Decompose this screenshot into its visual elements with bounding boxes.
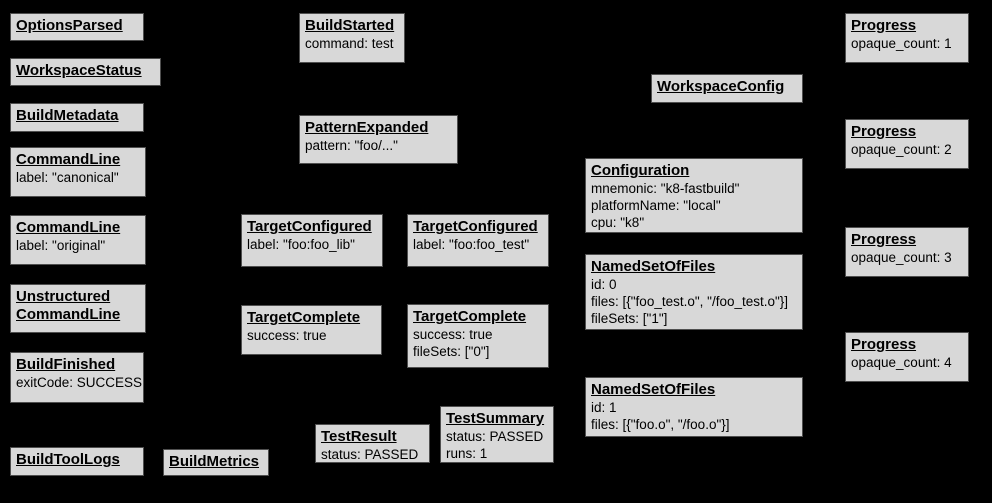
event-title: NamedSetOfFiles xyxy=(591,258,716,275)
event-configuration: Configuration mnemonic: "k8-fastbuild" p… xyxy=(585,158,803,233)
event-pattern-expanded: PatternExpanded pattern: "foo/..." xyxy=(299,115,458,164)
event-title: OptionsParsed xyxy=(16,17,123,34)
event-attr: opaque_count: 2 xyxy=(851,142,952,157)
event-title: BuildMetrics xyxy=(169,453,260,470)
event-title: WorkspaceConfig xyxy=(657,78,785,95)
event-title: Progress xyxy=(851,231,917,248)
event-progress-2: Progress opaque_count: 2 xyxy=(845,119,969,169)
event-title: TargetConfigured xyxy=(413,218,538,235)
event-title: Progress xyxy=(851,123,917,140)
event-test-summary: TestSummary status: PASSED runs: 1 xyxy=(440,406,554,463)
event-title: Progress xyxy=(851,336,917,353)
event-progress-3: Progress opaque_count: 3 xyxy=(845,227,969,277)
event-title: BuildFinished xyxy=(16,356,116,373)
event-workspace-status: WorkspaceStatus xyxy=(10,58,161,86)
event-title: TargetComplete xyxy=(413,308,527,325)
event-test-result: TestResult status: PASSED xyxy=(315,424,430,463)
event-attr: status: PASSED xyxy=(321,447,419,462)
event-attr: exitCode: SUCCESS xyxy=(16,375,143,390)
event-command-line-canonical: CommandLine label: "canonical" xyxy=(10,147,146,197)
event-attr: runs: 1 xyxy=(446,446,488,461)
event-attr: cpu: "k8" xyxy=(591,215,645,230)
event-attr: opaque_count: 1 xyxy=(851,36,952,51)
event-target-complete-test: TargetComplete success: true fileSets: [… xyxy=(407,304,549,368)
event-title: BuildStarted xyxy=(305,17,395,34)
event-attr: label: "foo:foo_lib" xyxy=(247,237,355,252)
event-title: Unstructured CommandLine xyxy=(16,288,121,323)
event-target-configured-lib: TargetConfigured label: "foo:foo_lib" xyxy=(241,214,383,267)
event-title: TestResult xyxy=(321,428,397,445)
event-named-set-of-files-0: NamedSetOfFiles id: 0 files: [{"foo_test… xyxy=(585,254,803,330)
event-build-metrics: BuildMetrics xyxy=(163,449,269,476)
event-title: WorkspaceStatus xyxy=(16,62,142,79)
event-attr: opaque_count: 4 xyxy=(851,355,952,370)
event-attr: opaque_count: 3 xyxy=(851,250,952,265)
event-attr: status: PASSED xyxy=(446,429,544,444)
event-attr: label: "original" xyxy=(16,238,106,253)
event-attr: files: [{"foo.o", "/foo.o"}] xyxy=(591,417,730,432)
event-title: CommandLine xyxy=(16,151,121,168)
event-command-line-original: CommandLine label: "original" xyxy=(10,215,146,265)
event-attr: platformName: "local" xyxy=(591,198,721,213)
event-attr: success: true xyxy=(247,328,327,343)
event-unstructured-command-line: Unstructured CommandLine xyxy=(10,284,146,333)
event-attr: id: 0 xyxy=(591,277,617,292)
event-attr: pattern: "foo/..." xyxy=(305,138,398,153)
event-options-parsed: OptionsParsed xyxy=(10,13,144,41)
event-attr: id: 1 xyxy=(591,400,617,415)
event-title: CommandLine xyxy=(16,219,121,236)
event-progress-1: Progress opaque_count: 1 xyxy=(845,13,969,63)
event-attr: label: "foo:foo_test" xyxy=(413,237,530,252)
event-attr: files: [{"foo_test.o", "/foo_test.o"}] xyxy=(591,294,789,309)
event-title: PatternExpanded xyxy=(305,119,429,136)
event-title: BuildToolLogs xyxy=(16,451,120,468)
event-title: TestSummary xyxy=(446,410,545,427)
event-build-started: BuildStarted command: test xyxy=(299,13,405,63)
event-build-metadata: BuildMetadata xyxy=(10,103,144,132)
event-attr: command: test xyxy=(305,36,394,51)
event-attr: fileSets: ["0"] xyxy=(413,344,490,359)
event-build-finished: BuildFinished exitCode: SUCCESS xyxy=(10,352,144,403)
event-progress-4: Progress opaque_count: 4 xyxy=(845,332,969,382)
event-target-complete-lib: TargetComplete success: true xyxy=(241,305,382,355)
event-title: Configuration xyxy=(591,162,690,179)
event-build-tool-logs: BuildToolLogs xyxy=(10,447,144,476)
event-named-set-of-files-1: NamedSetOfFiles id: 1 files: [{"foo.o", … xyxy=(585,377,803,437)
event-attr: label: "canonical" xyxy=(16,170,119,185)
event-title: Progress xyxy=(851,17,917,34)
event-workspace-config: WorkspaceConfig xyxy=(651,74,803,103)
event-title: TargetConfigured xyxy=(247,218,372,235)
event-attr: fileSets: ["1"] xyxy=(591,311,668,326)
event-title: BuildMetadata xyxy=(16,107,119,124)
event-title: NamedSetOfFiles xyxy=(591,381,716,398)
event-attr: mnemonic: "k8-fastbuild" xyxy=(591,181,740,196)
event-target-configured-test: TargetConfigured label: "foo:foo_test" xyxy=(407,214,549,267)
event-attr: success: true xyxy=(413,327,493,342)
event-title: TargetComplete xyxy=(247,309,361,326)
